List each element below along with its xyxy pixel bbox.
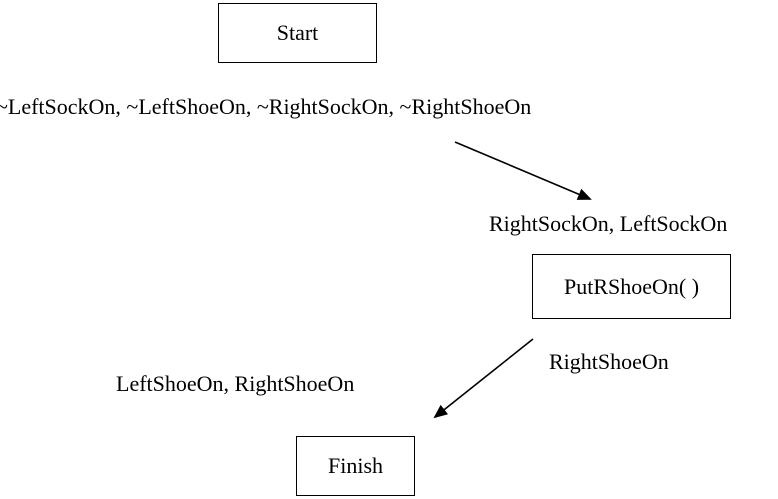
finish-preconditions-label: LeftShoeOn, RightShoeOn <box>116 371 355 396</box>
arrow-start-to-putrshoeon <box>454 141 592 200</box>
start-node-label: Start <box>276 20 319 45</box>
start-node: Start <box>218 3 377 63</box>
putrshoeon-node: PutRShoeOn( ) <box>532 254 731 319</box>
finish-node-label: Finish <box>327 453 384 478</box>
start-effects-label: ~LeftSockOn, ~LeftShoeOn, ~RightSockOn, … <box>0 94 532 119</box>
putrshoeon-preconditions-label: RightSockOn, LeftSockOn <box>489 211 728 236</box>
putrshoeon-effects-label: RightShoeOn <box>549 349 669 374</box>
putrshoeon-node-label: PutRShoeOn( ) <box>563 273 700 299</box>
finish-node: Finish <box>296 436 415 496</box>
arrow-putrshoeon-to-finish <box>433 338 534 419</box>
